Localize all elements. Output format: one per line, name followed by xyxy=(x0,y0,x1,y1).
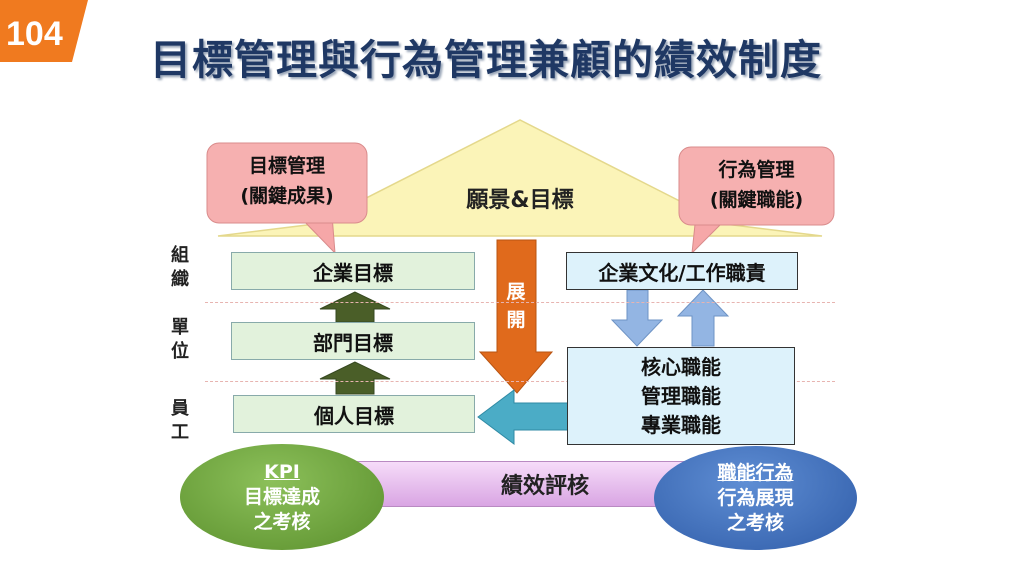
logo-104: 104 xyxy=(0,0,88,62)
competency-eval-line2: 之考核 xyxy=(726,511,784,534)
kpi-ellipse: KPI 目標達成 之考核 xyxy=(180,444,384,550)
department-goal-box: 部門目標 xyxy=(231,322,475,360)
roof-shape xyxy=(217,119,823,237)
row-label-employee: 員工 xyxy=(171,398,189,443)
up-arrow-lower xyxy=(319,361,391,395)
competency-eval-line1: 行為展現 xyxy=(717,486,794,509)
row-separator-2 xyxy=(205,381,835,382)
competency-box: 核心職能 管理職能 專業職能 xyxy=(567,347,795,445)
logo-text: 104 xyxy=(6,15,63,53)
up-arrow-blue xyxy=(676,289,730,347)
left-bubble-line1: 目標管理 xyxy=(248,155,325,177)
row-separator-1 xyxy=(205,302,835,303)
row-label-organization: 組織 xyxy=(171,245,189,290)
competency-core: 核心職能 xyxy=(641,354,721,379)
competency-management: 管理職能 xyxy=(641,383,721,408)
expand-label: 展開 xyxy=(506,281,526,331)
competency-eval-title: 職能行為 xyxy=(717,461,794,484)
personal-goal-box: 個人目標 xyxy=(233,395,475,433)
down-arrow-blue xyxy=(610,289,664,347)
right-bubble-shape xyxy=(678,146,835,255)
kpi-line1: 目標達成 xyxy=(243,485,320,508)
expand-arrow xyxy=(478,239,554,394)
culture-duties-box: 企業文化/工作職責 xyxy=(566,252,798,290)
left-bubble-text: 目標管理 (關鍵成果) xyxy=(207,151,367,211)
kpi-line2: 之考核 xyxy=(253,510,311,533)
row-label-unit: 單位 xyxy=(171,317,189,362)
right-bubble-line2: (關鍵職能) xyxy=(709,189,804,211)
competency-eval-ellipse: 職能行為 行為展現 之考核 xyxy=(654,446,857,550)
kpi-title: KPI xyxy=(264,460,300,483)
vision-label: 願景&目標 xyxy=(466,188,574,213)
competency-professional: 專業職能 xyxy=(641,412,721,437)
up-arrow-upper xyxy=(319,291,391,323)
right-bubble-text: 行為管理 (關鍵職能) xyxy=(679,155,834,215)
left-bubble-shape xyxy=(206,142,368,255)
left-bubble-line2: (關鍵成果) xyxy=(240,185,334,207)
left-arrow-teal xyxy=(477,389,569,445)
right-bubble-line1: 行為管理 xyxy=(718,159,795,181)
corporate-goal-box: 企業目標 xyxy=(231,252,475,290)
page-title: 目標管理與行為管理兼顧的績效制度 xyxy=(150,36,822,84)
